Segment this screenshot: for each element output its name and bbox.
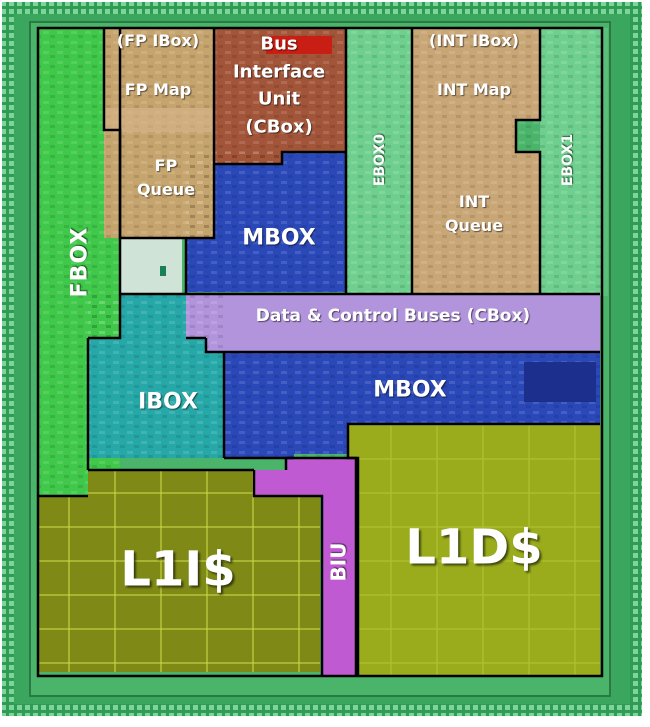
int-map-label: INT Map [437, 79, 511, 99]
block-outlines [36, 26, 604, 678]
biu-label: BIU [326, 542, 351, 582]
fp-ibox-label: (FP IBox) [116, 30, 200, 50]
bus-interface-label-line3: Unit [257, 88, 301, 110]
fp-queue-label-line2: Queue [136, 179, 196, 199]
fp-map-label: FP Map [124, 79, 192, 99]
int-queue-label-line1: INT [458, 191, 490, 211]
l1d-label: L1D$ [405, 519, 543, 576]
bus-interface-label-line1: Bus [260, 33, 298, 55]
buses-block [186, 294, 600, 352]
ebox0-label: EBOX0 [371, 133, 388, 187]
bus-interface-label-line4: (CBox) [245, 116, 313, 138]
fp-queue-label-line1: FP [154, 155, 178, 175]
int-queue-label-line2: Queue [444, 215, 504, 235]
mbox-mid-dark-cell [524, 362, 596, 402]
buses-label: Data & Control Buses (CBox) [255, 306, 531, 327]
mbox-mid-label: MBOX [373, 377, 447, 403]
int-ibox-label: (INT IBox) [429, 30, 519, 50]
l1i-label: L1I$ [120, 541, 236, 598]
fp-light-cell [120, 238, 182, 294]
fbox-label: FBOX [67, 226, 93, 298]
mbox-top-label: MBOX [242, 225, 316, 251]
biu-block [254, 458, 356, 676]
ebox1-label: EBOX1 [559, 133, 576, 187]
bus-interface-label-line2: Interface [232, 61, 326, 83]
ibox-label: IBOX [138, 389, 198, 415]
fp-map-region [104, 108, 214, 132]
bus-interface-red-cell [266, 36, 332, 54]
